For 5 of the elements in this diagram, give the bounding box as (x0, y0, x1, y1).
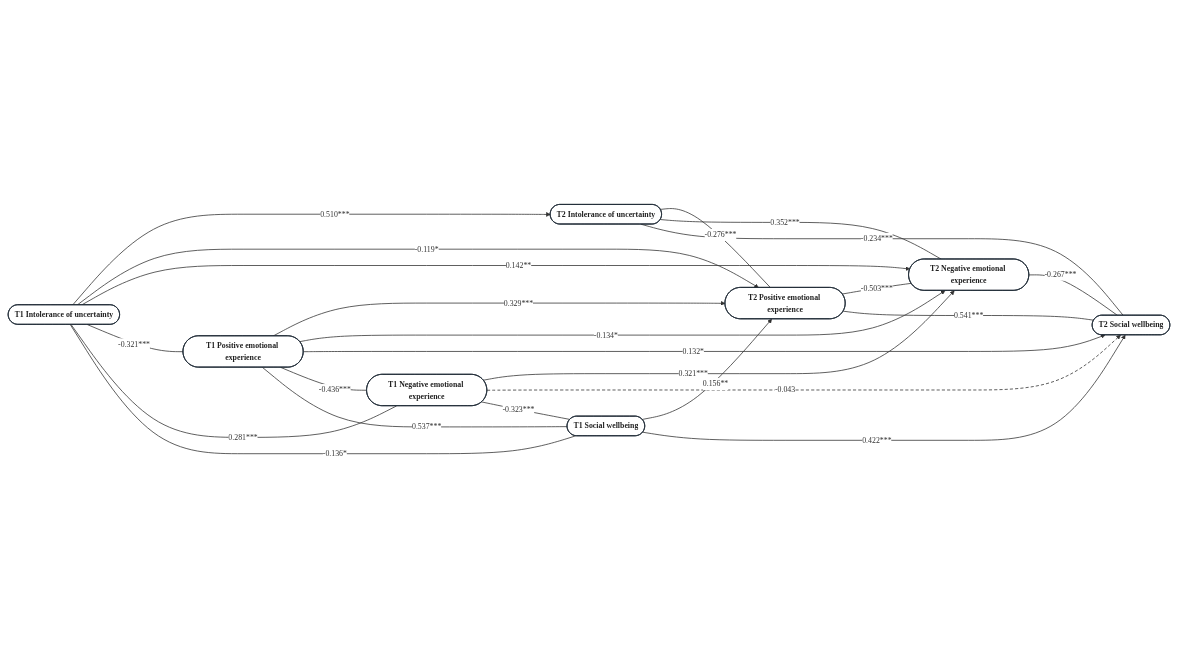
connector (70, 324, 397, 438)
connector (481, 401, 571, 420)
connector (69, 324, 577, 455)
connector (841, 282, 912, 295)
connector (660, 208, 771, 289)
